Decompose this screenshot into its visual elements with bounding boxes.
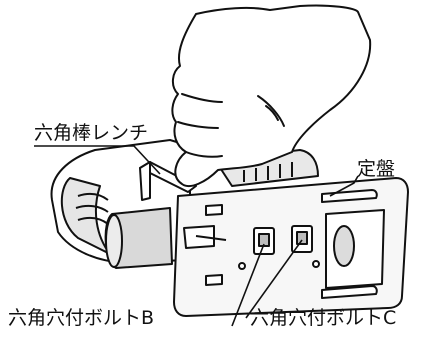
leader-bolt-c — [245, 239, 303, 319]
hand — [171, 4, 372, 188]
hex-bolt-c-label: 六角穴付ボルトC — [250, 307, 397, 329]
leader-base-plate — [329, 175, 359, 197]
hex-wrench-label: 六角棒レンチ — [34, 122, 149, 144]
leader-hex-wrench — [34, 145, 161, 175]
base-plate-label: 定盤 — [357, 158, 396, 180]
hex-bolt-b-label: 六角穴付ボルトB — [8, 307, 155, 329]
base-plate — [173, 177, 409, 317]
leader-bolt-b — [231, 243, 265, 327]
leader-lines — [34, 145, 359, 327]
